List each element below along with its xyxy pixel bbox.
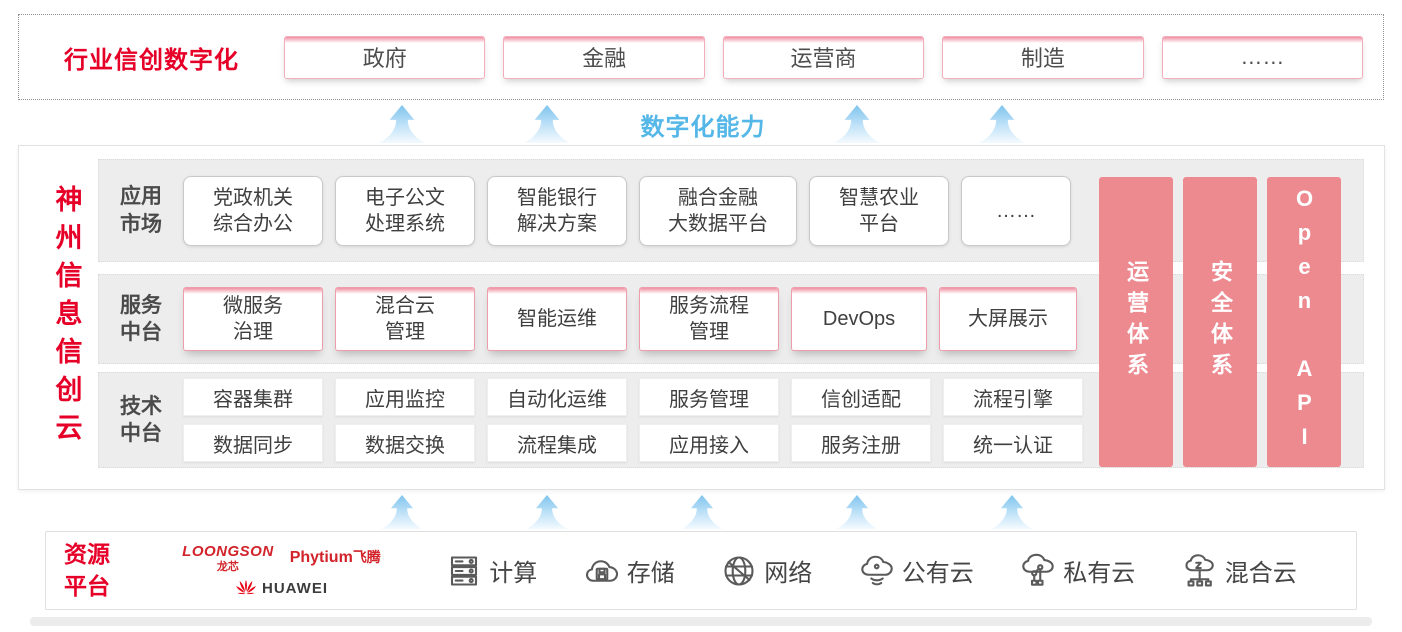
- service-box: 大屏展示: [939, 287, 1077, 351]
- pillar-security-system: 安全体系: [1183, 177, 1257, 467]
- tech-box: 流程引擎: [943, 378, 1083, 416]
- service-box: 混合云 管理: [335, 287, 475, 351]
- app-box: 智慧农业 平台: [809, 175, 949, 246]
- cloud-platform-panel: 神州信息信创云 应用 市场 党政机关 综合办公 电子公文 处理系统 智能银行 解…: [18, 145, 1385, 490]
- up-arrow-icon: [676, 495, 728, 529]
- hybrid-cloud-icon: [1185, 553, 1214, 586]
- app-box-more: ……: [961, 175, 1071, 246]
- up-arrow-icon: [974, 105, 1030, 143]
- industry-box-more: ……: [1161, 35, 1364, 79]
- tech-box: 服务注册: [791, 424, 931, 462]
- service-platform-boxes: 微服务 治理 混合云 管理 智能运维 服务流程 管理 DevOps 大屏展示: [183, 287, 1077, 351]
- resource-platform-panel: 资源 平台 LOONGSON 龙芯 Phytium飞腾: [45, 531, 1357, 610]
- app-box: 智能银行 解决方案: [487, 175, 627, 246]
- industry-digitalization-strip: 行业信创数字化 政府 金融 运营商 制造 ……: [18, 14, 1384, 100]
- resource-item-public-cloud: 公有云: [859, 553, 974, 589]
- service-platform-label: 服务 中台: [120, 293, 162, 344]
- phytium-logo: Phytium飞腾: [289, 549, 381, 566]
- pillar-operation-system: 运营体系: [1099, 177, 1173, 467]
- tech-box: 应用接入: [639, 424, 779, 462]
- app-box: 党政机关 综合办公: [183, 175, 323, 246]
- tech-box: 应用监控: [335, 378, 475, 416]
- huawei-flower-icon: [236, 579, 256, 595]
- up-arrow-icon: [374, 105, 430, 143]
- resource-item-compute: 计算: [446, 553, 537, 589]
- network-globe-icon: [724, 555, 754, 586]
- app-box: 融合金融 大数据平台: [639, 175, 797, 246]
- service-platform-row: 服务 中台 微服务 治理 混合云 管理 智能运维 服务流程 管理 DevOps …: [98, 274, 1364, 364]
- app-box: 电子公文 处理系统: [335, 175, 475, 246]
- tech-box: 数据同步: [183, 424, 323, 462]
- public-cloud-icon: [861, 555, 893, 585]
- huawei-logo: HUAWEI: [235, 578, 328, 598]
- industry-strip-title: 行业信创数字化: [64, 46, 239, 74]
- service-box: 智能运维: [487, 287, 627, 351]
- storage-cloud-icon: [585, 559, 618, 582]
- tech-box: 自动化运维: [487, 378, 627, 416]
- resource-item-network: 网络: [721, 553, 812, 589]
- digital-capability-label: 数字化能力: [640, 114, 766, 141]
- service-box: 微服务 治理: [183, 287, 323, 351]
- vendor-logos: LOONGSON 龙芯 Phytium飞腾: [164, 543, 399, 598]
- resource-item-hybrid-cloud: 混合云: [1182, 553, 1297, 589]
- pillar-open-api: Open API: [1267, 177, 1341, 467]
- industry-box-manufacturing: 制造: [942, 35, 1144, 79]
- tech-platform-boxes: 容器集群 应用监控 自动化运维 服务管理 信创适配 流程引擎 数据同步 数据交换…: [183, 378, 1083, 462]
- industry-box-operator: 运营商: [722, 35, 925, 79]
- tech-platform-label: 技术 中台: [120, 394, 162, 445]
- platform-side-title: 神州信息信创云: [51, 184, 82, 451]
- app-market-label: 应用 市场: [120, 185, 162, 236]
- tech-box: 数据交换: [335, 424, 475, 462]
- app-market-boxes: 党政机关 综合办公 电子公文 处理系统 智能银行 解决方案 融合金融 大数据平台…: [183, 175, 1071, 246]
- up-arrow-icon: [521, 495, 573, 529]
- resource-item-storage: 存储: [584, 553, 675, 589]
- tech-box: 容器集群: [183, 378, 323, 416]
- compute-server-icon: [451, 555, 478, 586]
- up-arrow-icon: [829, 105, 885, 143]
- up-arrow-icon: [831, 495, 883, 529]
- tech-box: 服务管理: [639, 378, 779, 416]
- tech-box: 信创适配: [791, 378, 931, 416]
- tech-platform-row: 技术 中台 容器集群 应用监控 自动化运维 服务管理 信创适配 流程引擎 数据同…: [98, 372, 1364, 468]
- private-cloud-icon: [1022, 553, 1054, 586]
- industry-box-government: 政府: [284, 35, 486, 79]
- up-arrow-icon: [519, 105, 575, 143]
- industry-box-finance: 金融: [503, 35, 705, 79]
- up-arrow-icon: [986, 495, 1038, 529]
- app-market-row: 应用 市场 党政机关 综合办公 电子公文 处理系统 智能银行 解决方案 融合金融…: [98, 159, 1364, 262]
- tech-box: 流程集成: [487, 424, 627, 462]
- industry-boxes: 政府 金融 运营商 制造 ……: [284, 35, 1364, 79]
- resource-items: 计算 存储 网络: [399, 553, 1356, 589]
- tech-box: 统一认证: [943, 424, 1083, 462]
- bottom-shadow-bar: [30, 617, 1372, 626]
- service-box: DevOps: [791, 287, 927, 351]
- resource-platform-title: 资源 平台: [64, 541, 110, 599]
- loongson-logo: LOONGSON 龙芯: [182, 543, 274, 573]
- resource-item-private-cloud: 私有云: [1020, 553, 1135, 589]
- service-box: 服务流程 管理: [639, 287, 779, 351]
- up-arrow-icon: [376, 495, 428, 529]
